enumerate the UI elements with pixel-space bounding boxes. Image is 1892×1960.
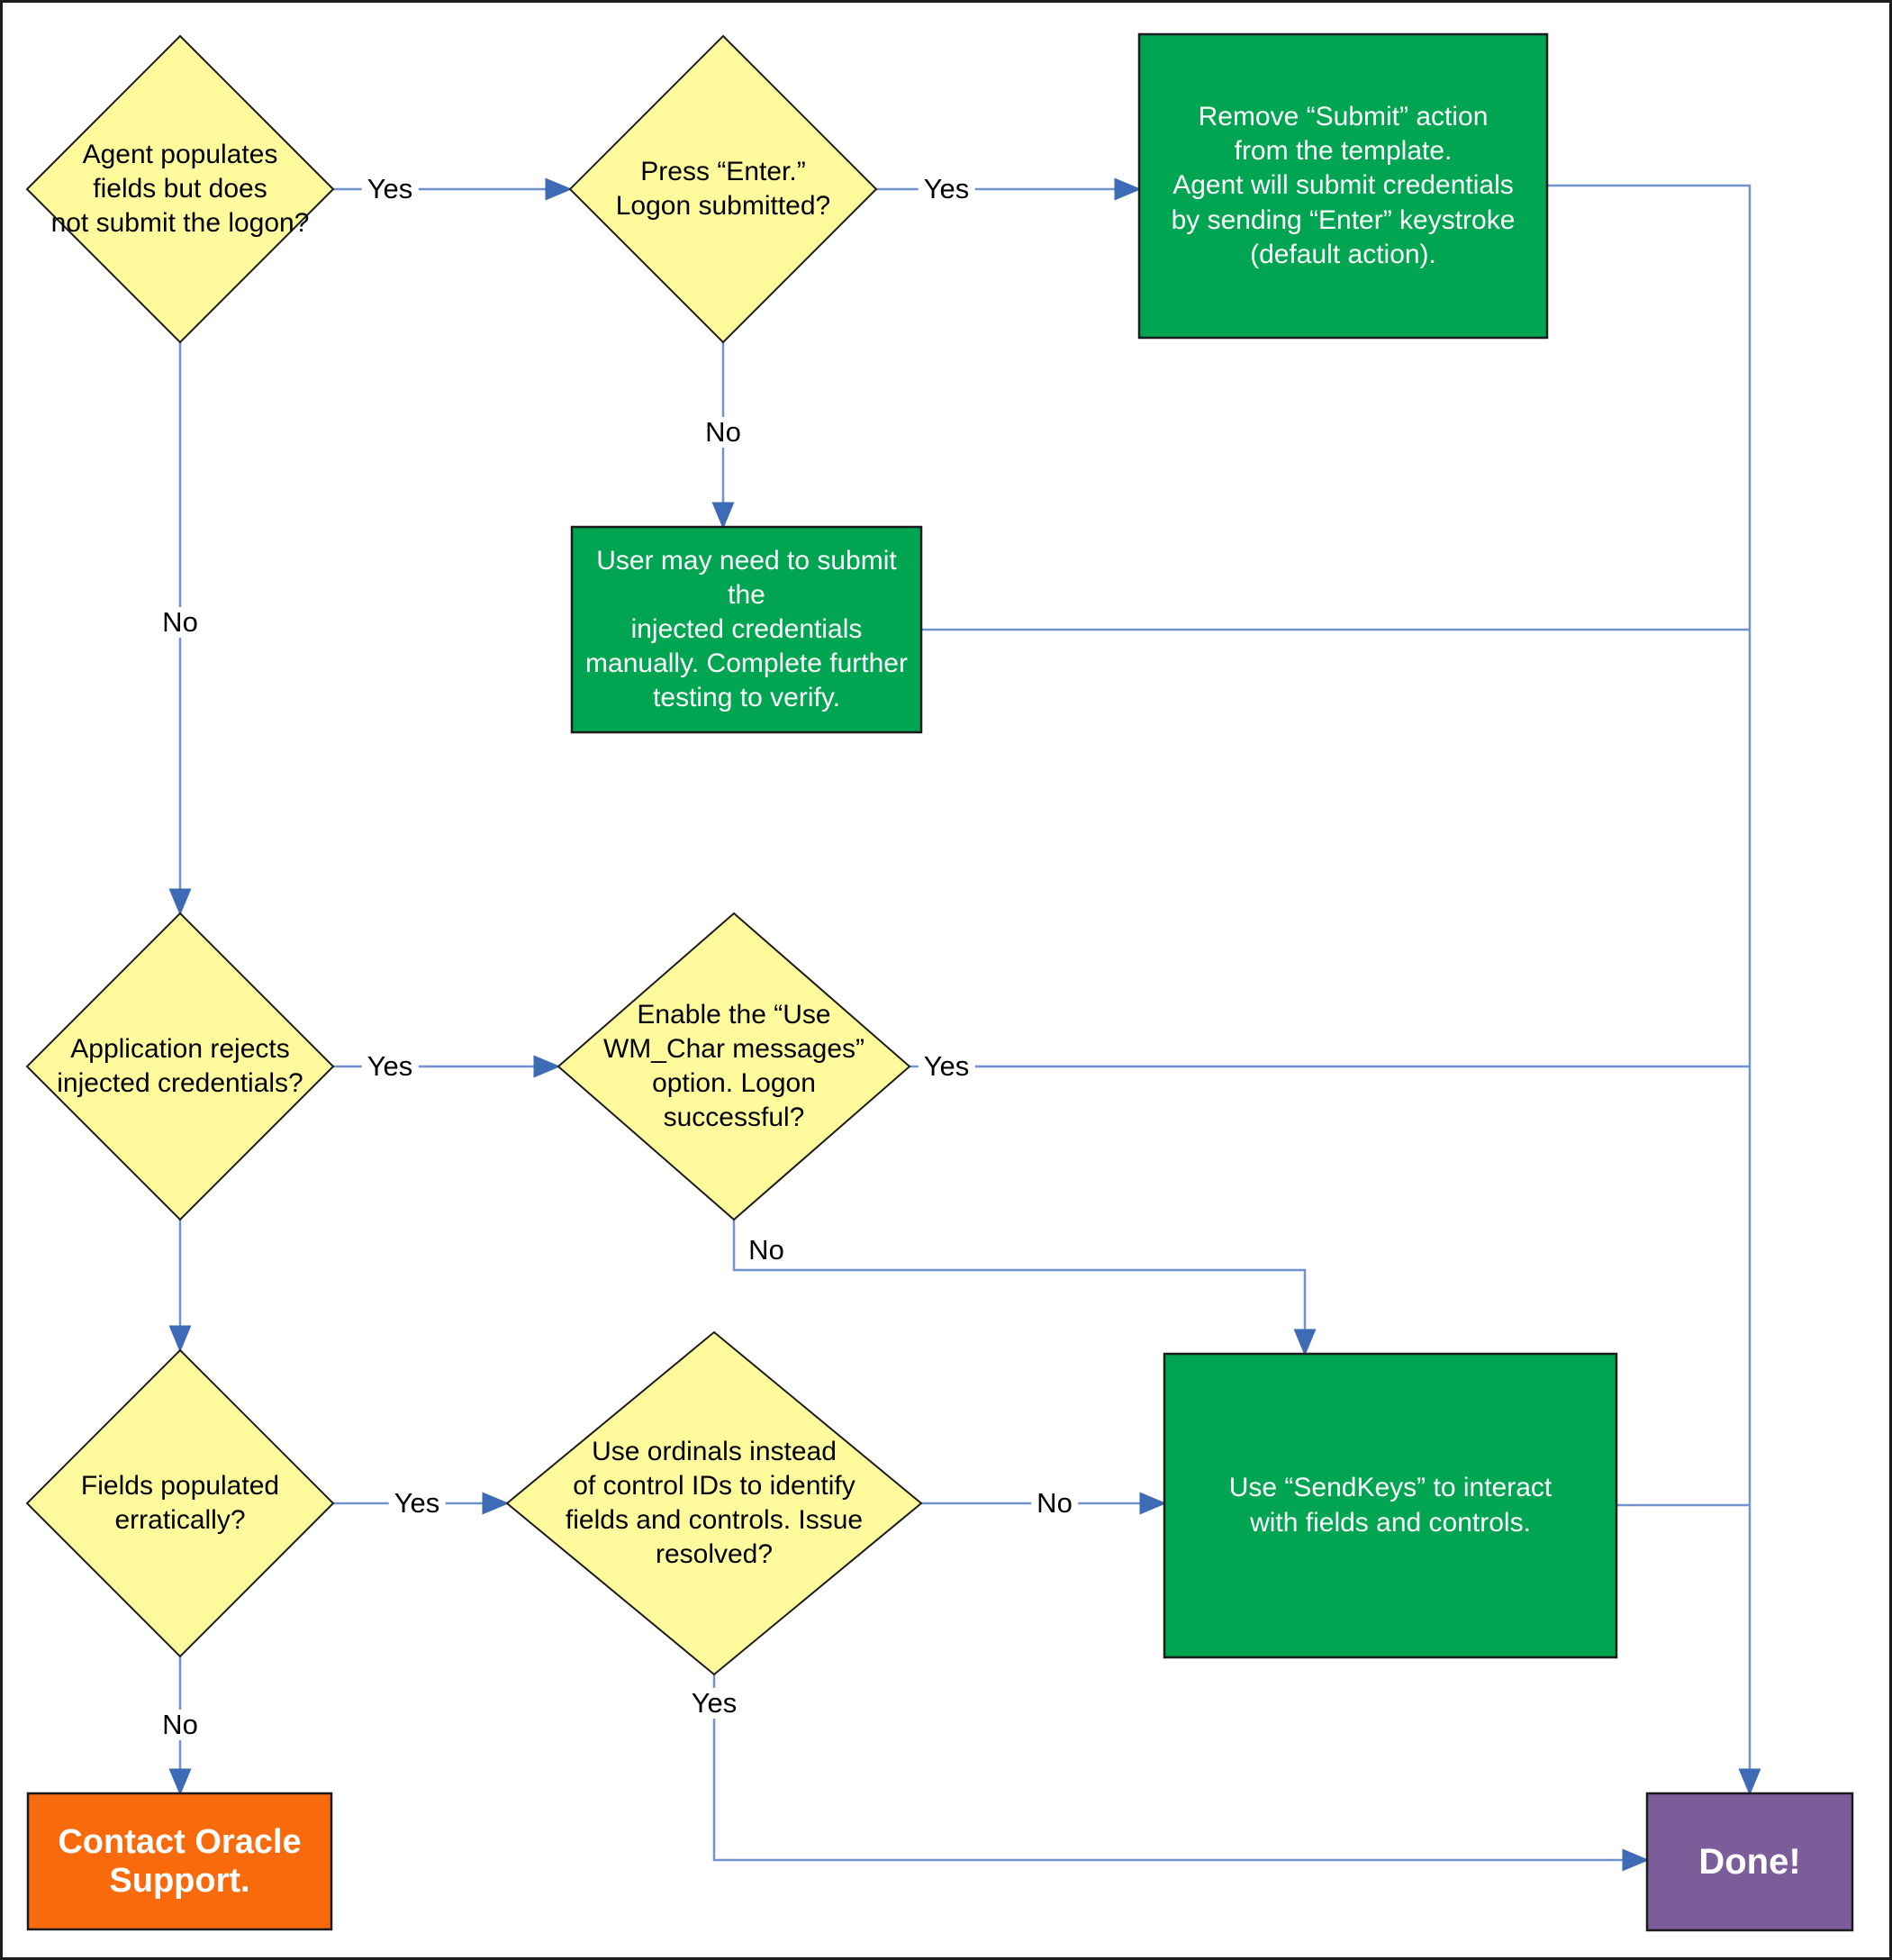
flowchart-graphics: [25, 32, 1854, 1932]
edge-label-press-enter-no: No: [700, 416, 747, 449]
edge-right-rail-to-done: [1547, 184, 1761, 1796]
process-use-sendkeys-shape: [1163, 1352, 1618, 1659]
edge-wm-char-no: [732, 1220, 1317, 1357]
decision-wm-char-shape: [557, 912, 911, 1221]
edge-label-populates-no: No: [157, 606, 204, 639]
alert-contact-support-shape: [26, 1792, 333, 1931]
decision-use-ordinals-shape: [505, 1330, 923, 1676]
edge-label-erratic-yes: Yes: [388, 1487, 446, 1520]
decision-fields-erratic-shape: [25, 1348, 335, 1658]
decision-agent-populates-shape: [25, 34, 335, 344]
edge-label-wm-char-no: No: [743, 1234, 790, 1266]
edge-label-populates-yes: Yes: [361, 173, 419, 205]
process-manual-submit-shape: [570, 525, 923, 734]
decision-app-rejects-shape: [25, 912, 335, 1221]
edge-label-erratic-no: No: [157, 1709, 204, 1741]
edge-label-wm-char-yes: Yes: [918, 1050, 975, 1083]
edge-label-ordinals-no: No: [1031, 1487, 1078, 1520]
decision-press-enter-shape: [568, 34, 878, 344]
terminal-done-shape: [1645, 1792, 1854, 1932]
edge-ordinals-yes-to-done: [712, 1674, 1650, 1872]
edge-label-press-enter-yes: Yes: [918, 173, 975, 205]
edge-label-rejects-yes: Yes: [361, 1050, 419, 1083]
process-remove-submit-shape: [1137, 32, 1549, 340]
edge-label-ordinals-yes: Yes: [685, 1687, 743, 1720]
